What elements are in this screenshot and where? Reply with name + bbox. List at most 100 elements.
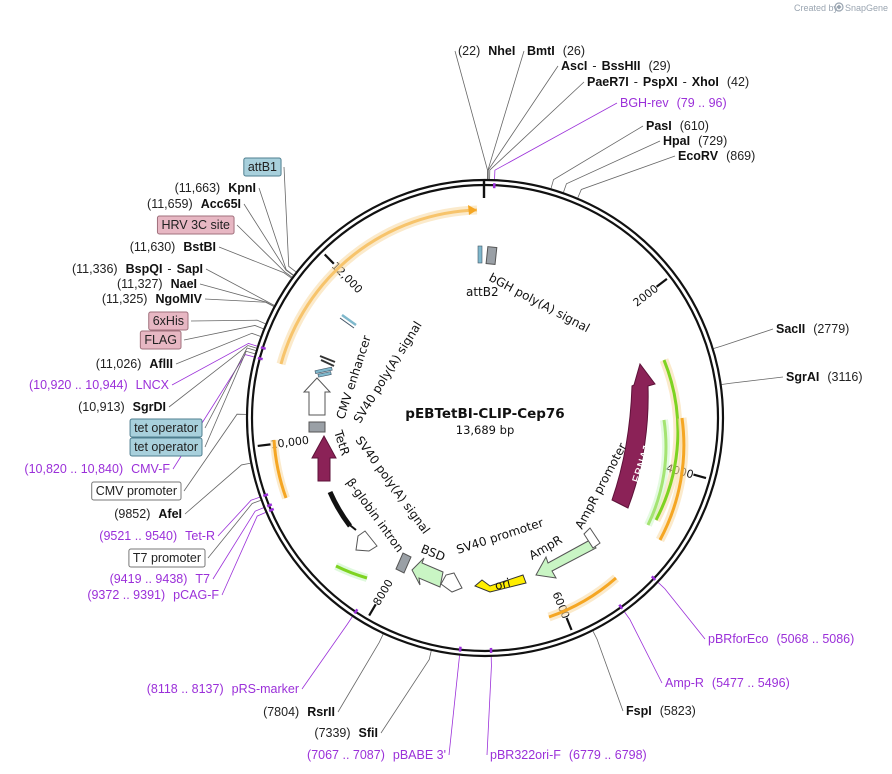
restriction-site-label[interactable]: (11,026)AflII xyxy=(96,357,173,371)
primer-label[interactable]: (8118 .. 8137)pRS-marker xyxy=(147,682,299,696)
site-label-part: - xyxy=(592,59,596,73)
feature-box-text: HRV 3C site xyxy=(161,218,230,232)
feature-box-label[interactable]: tet operator xyxy=(129,437,203,457)
restriction-site-label[interactable]: (11,630)BstBI xyxy=(130,240,216,254)
restriction-site-label[interactable]: (7804)RsrII xyxy=(263,705,335,719)
site-leader-line xyxy=(301,616,353,690)
feature-ori-label: ori xyxy=(493,576,512,593)
restriction-site-label[interactable]: (11,336)BspQI-SapI xyxy=(72,262,203,276)
site-leader-line xyxy=(204,350,255,448)
bp-tick-label: 10,000 xyxy=(270,434,310,452)
primer-label[interactable]: (10,820 .. 10,840)CMV-F xyxy=(24,462,170,476)
restriction-site-label[interactable]: (9852)AfeI xyxy=(114,507,182,521)
feature-box-label[interactable]: HRV 3C site xyxy=(156,215,235,235)
bgh-polya-rect xyxy=(485,246,498,266)
primer-label[interactable]: Amp-R(5477 .. 5496) xyxy=(665,676,790,690)
feature-box-label[interactable]: CMV promoter xyxy=(91,481,182,501)
site-label-part: SfiI xyxy=(359,726,378,740)
site-leader-line xyxy=(183,413,247,492)
site-label-text: BGH-rev(79 .. 96) xyxy=(620,96,727,110)
feature-box-label[interactable]: tet operator xyxy=(129,418,203,438)
restriction-site-label[interactable]: (7339) SfiI xyxy=(314,726,378,740)
ebna1-arrow xyxy=(611,362,656,509)
primer-label[interactable]: BGH-rev(79 .. 96) xyxy=(620,96,727,110)
feature-box xyxy=(148,311,189,331)
site-label-part: FspI xyxy=(626,704,652,718)
site-label-part: BssHII xyxy=(602,59,641,73)
feature-box-label[interactable]: 6xHis xyxy=(148,311,189,331)
feature-box xyxy=(91,481,182,501)
site-leader-line xyxy=(168,345,257,408)
site-label-part: (729) xyxy=(698,134,727,148)
restriction-site-label[interactable]: (10,913)SgrDI xyxy=(78,400,166,414)
feature-tetr-label: TetR xyxy=(331,428,353,458)
feature-box-text: CMV promoter xyxy=(96,484,177,498)
orf-arc-right3-halo xyxy=(644,419,670,527)
primer-label[interactable]: (9521 .. 9540)Tet-R xyxy=(99,529,215,543)
primer-label[interactable]: (9419 .. 9438)T7 xyxy=(110,572,210,586)
cut-site-marks xyxy=(257,183,657,653)
site-label-part: (8118 .. 8137) xyxy=(147,682,224,696)
primer-mark xyxy=(266,503,273,508)
restriction-site-label[interactable]: (22)NheI xyxy=(458,44,515,58)
restriction-site-label[interactable]: AscI-BssHII(29) xyxy=(561,59,671,73)
restriction-site-label[interactable]: (11,663)KpnI xyxy=(175,181,256,195)
restriction-site-label[interactable]: BmtI(26) xyxy=(527,44,585,58)
site-label-text: (22)NheI xyxy=(458,44,515,58)
restriction-site-label[interactable]: HpaI(729) xyxy=(663,134,727,148)
primer-label[interactable]: (7067 .. 7087)pBABE 3' xyxy=(307,748,446,762)
gray-rect-left xyxy=(308,421,326,433)
attb1-mark-2 xyxy=(339,317,355,329)
site-leader-line xyxy=(713,328,774,349)
site-label-part: PaeR7I xyxy=(587,75,629,89)
site-leader-line xyxy=(487,65,559,180)
restriction-site-label[interactable]: (11,325)NgoMIV xyxy=(102,292,203,306)
orf-arc-right2 xyxy=(658,417,686,541)
site-label-part: (7339) xyxy=(314,726,350,740)
restriction-site-label[interactable]: PasI(610) xyxy=(646,119,709,133)
bp-tick-mark xyxy=(257,443,271,448)
primer-label[interactable]: pBR322ori-F(6779 .. 6798) xyxy=(490,748,647,762)
restriction-site-label[interactable]: FspI (5823) xyxy=(626,704,696,718)
site-leader-line xyxy=(592,631,624,712)
site-label-part: Tet-R xyxy=(185,529,215,543)
site-leader-line xyxy=(721,376,784,385)
backbone-outer-strand xyxy=(245,178,725,658)
feature-box-label[interactable]: T7 promoter xyxy=(128,548,206,568)
primer-mark xyxy=(262,493,269,498)
primer-mark xyxy=(353,608,359,615)
orf-arc-top-halo xyxy=(276,205,478,366)
primer-label[interactable]: (10,920 .. 10,944)LNCX xyxy=(29,378,170,392)
tet-operator-mark-2 xyxy=(317,371,332,378)
plasmid-name: pEBTetBI-CLIP-Cep76 xyxy=(405,406,564,422)
feature-box-label[interactable]: attB1 xyxy=(243,157,282,177)
bp-tick-label: 8000 xyxy=(371,577,396,608)
site-label-part: Acc65I xyxy=(201,197,241,211)
restriction-site-label[interactable]: EcoRV(869) xyxy=(678,149,755,163)
bp-tick-mark xyxy=(368,603,377,617)
site-label-text: SgrAI(3116) xyxy=(786,370,863,384)
site-label-text: pBR322ori-F(6779 .. 6798) xyxy=(490,748,647,762)
site-label-part: (5823) xyxy=(660,704,696,718)
restriction-site-label[interactable]: PaeR7I-PspXI-XhoI(42) xyxy=(587,75,749,89)
primer-label[interactable]: (9372 .. 9391)pCAG-F xyxy=(87,588,219,602)
site-label-text: PaeR7I-PspXI-XhoI(42) xyxy=(587,75,749,89)
attb2-mark xyxy=(477,245,483,264)
primer-label[interactable]: pBRforEco(5068 .. 5086) xyxy=(708,632,854,646)
site-leader-line xyxy=(207,500,261,559)
restriction-site-label[interactable]: (11,659)Acc65I xyxy=(147,197,241,211)
restriction-site-label[interactable]: SgrAI(3116) xyxy=(786,370,863,384)
site-label-part: pBR322ori-F xyxy=(490,748,561,762)
site-label-part: (9372 .. 9391) xyxy=(87,588,165,602)
bsd-arrow xyxy=(411,557,444,588)
restriction-site-label[interactable]: SacII(2779) xyxy=(776,322,849,336)
feature-box-label[interactable]: FLAG xyxy=(139,330,182,350)
site-leader-line xyxy=(486,656,492,756)
site-leader-line xyxy=(454,50,488,180)
snapgene-logo-icon xyxy=(834,2,844,12)
ampr-promoter-arrow xyxy=(583,527,601,549)
feature-sv40-polya-inner-label: SV40 poly(A) signal xyxy=(353,434,433,537)
site-label-text: SacII(2779) xyxy=(776,322,849,336)
feature-box-text: 6xHis xyxy=(153,314,184,328)
restriction-site-label[interactable]: (11,327)NaeI xyxy=(117,277,197,291)
